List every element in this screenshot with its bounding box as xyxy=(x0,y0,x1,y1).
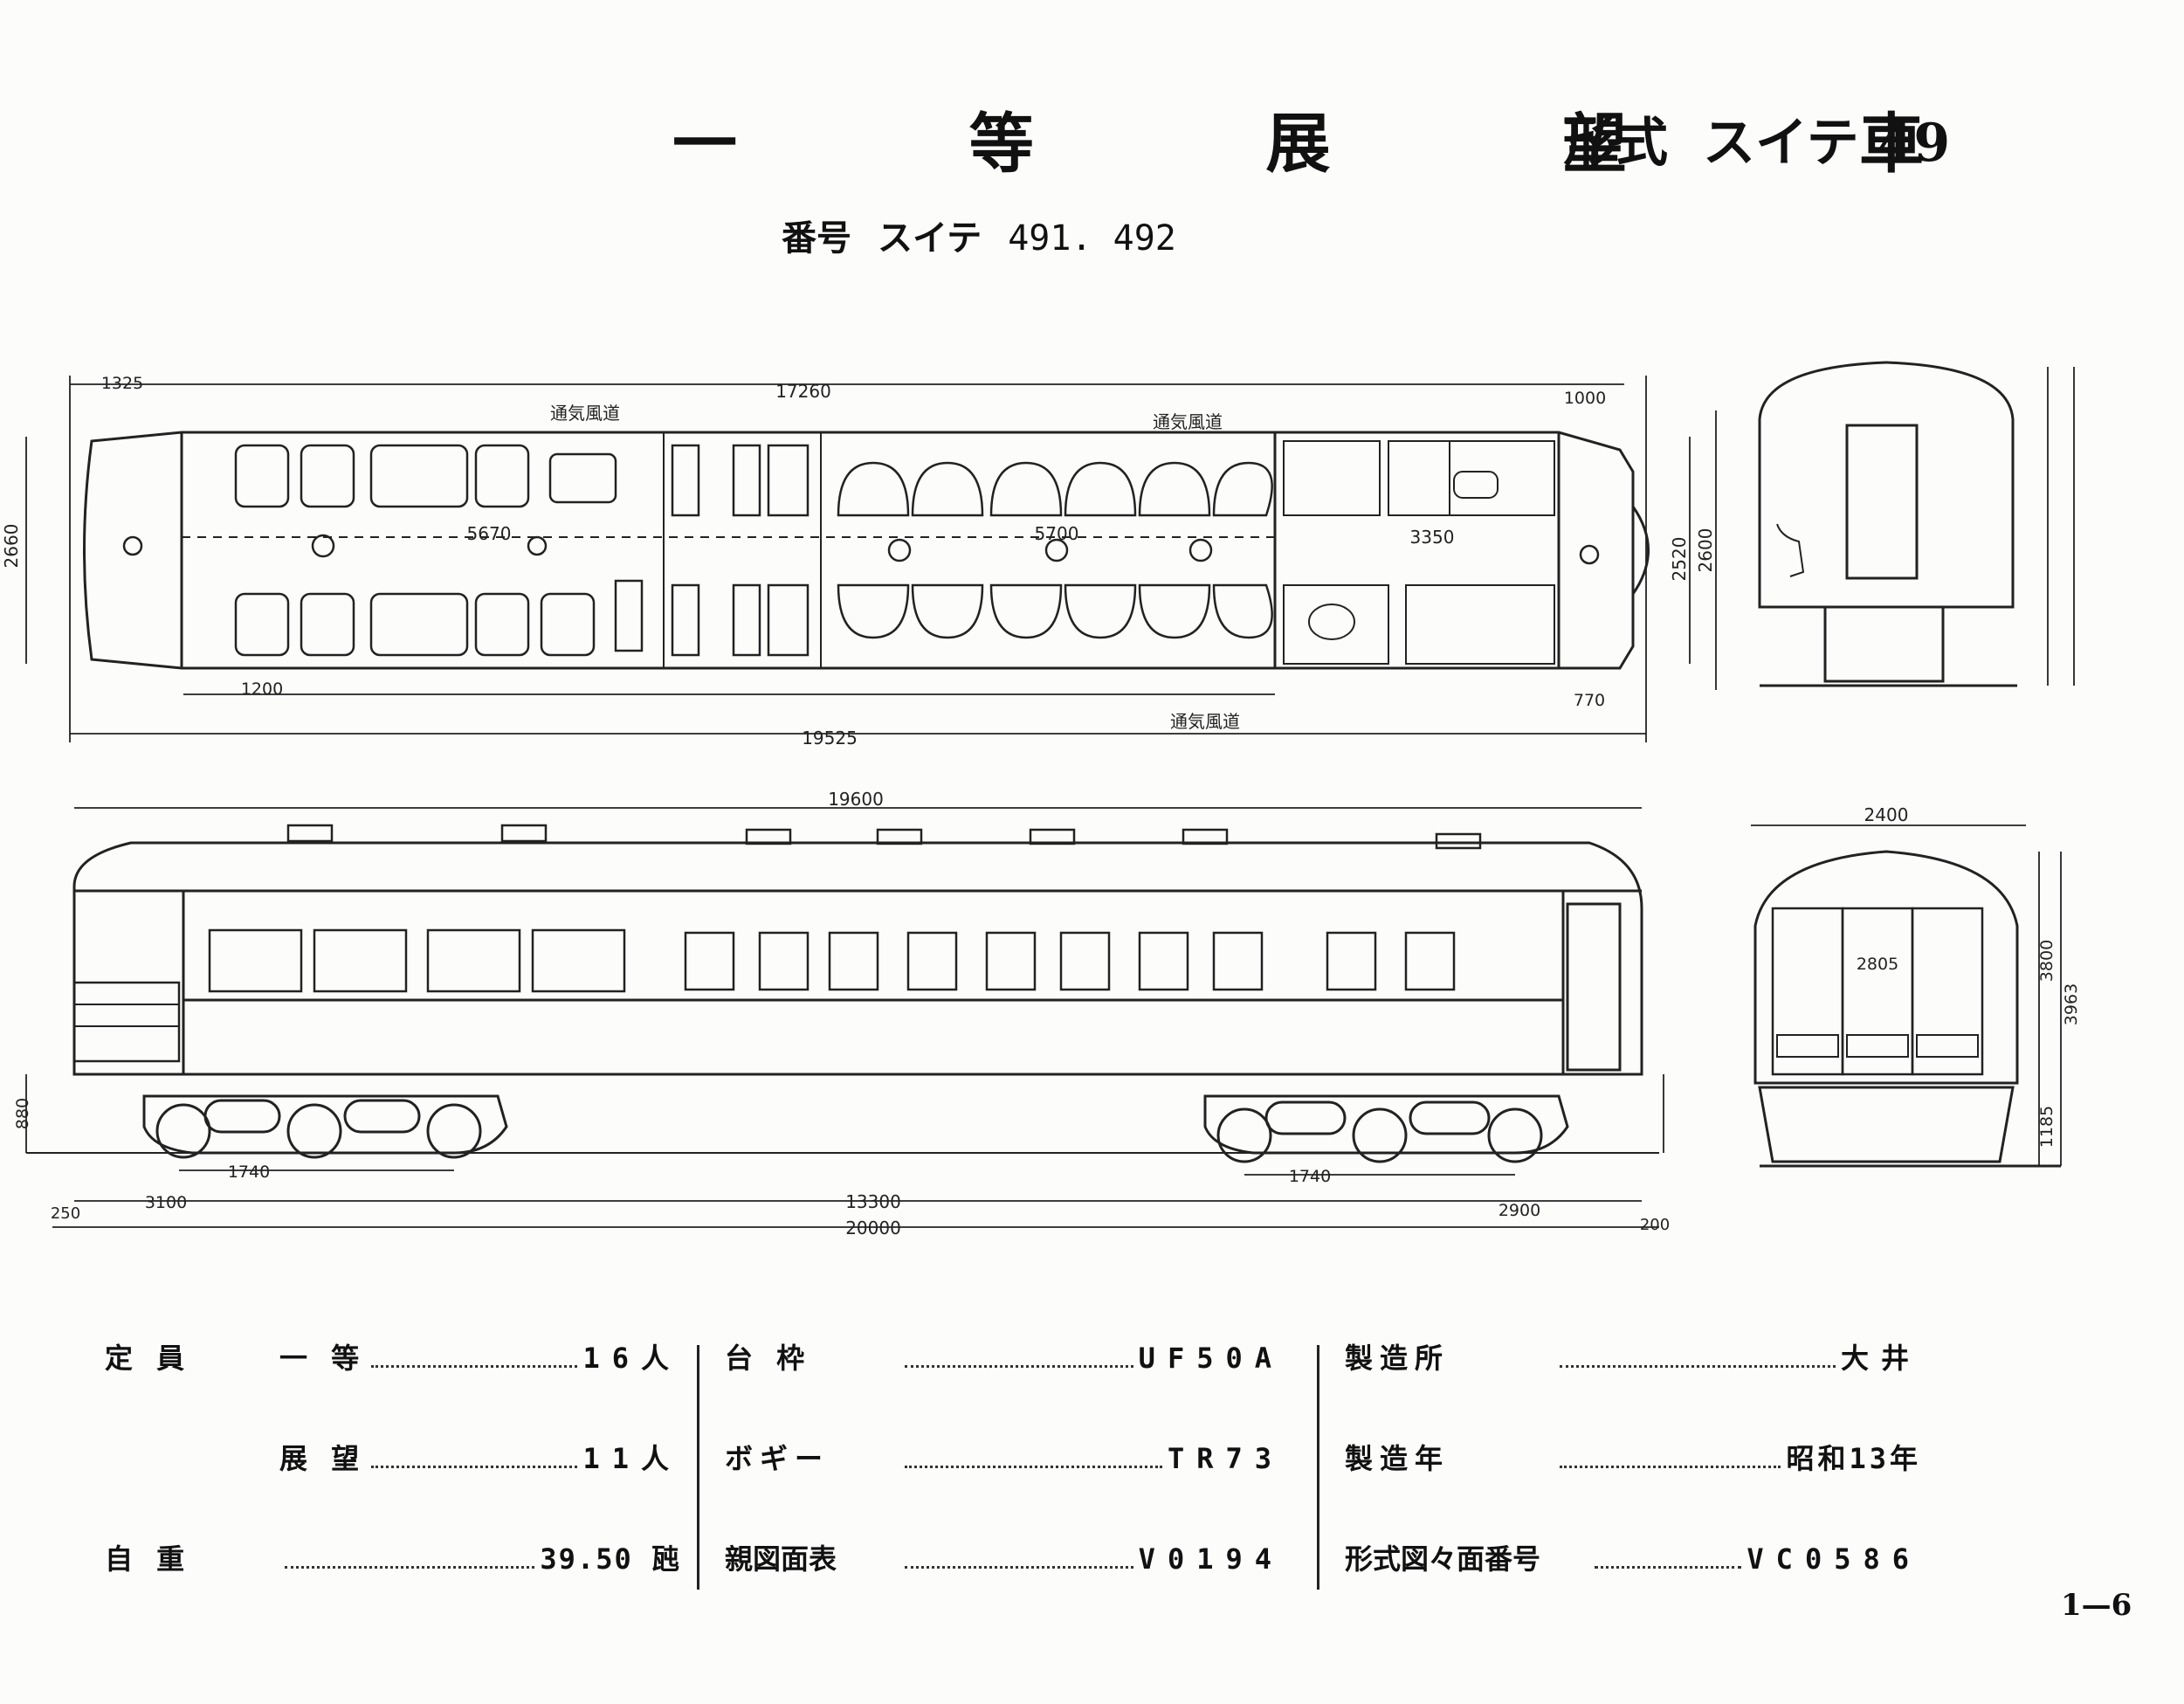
spec-row-frame: 台 枠 UF50A xyxy=(725,1336,1284,1380)
side-left-overhang: 3100 xyxy=(145,1193,187,1212)
drawing-table-value: V0194 xyxy=(1138,1542,1284,1576)
corridor-label-1: 通気風道 xyxy=(550,403,620,424)
model-label: 形式 xyxy=(1563,113,1668,174)
plan-right-seg: 770 xyxy=(1574,691,1605,710)
corridor-label-3: 通気風道 xyxy=(1170,711,1240,732)
first-class-label: 一 等 xyxy=(279,1342,367,1375)
end-height-a: 3800 xyxy=(2037,940,2057,982)
form-drawing-label: 形式図々面番号 xyxy=(1345,1542,1541,1576)
end-elevation-view xyxy=(1751,824,2062,1168)
frame-label: 台 枠 xyxy=(725,1342,812,1375)
spec-column-1: 定 員 一 等 16人 展 望 11人 自 重 39.50 瓲 xyxy=(105,1336,681,1616)
spec-column-2: 台 枠 UF50A ボギー TR73 親図面表 V0194 xyxy=(725,1336,1388,1616)
armchairs xyxy=(837,461,1273,639)
side-overall: 20000 xyxy=(845,1218,901,1238)
plan-seat-pitch: 1200 xyxy=(241,680,283,699)
maker-value: 大井 xyxy=(1840,1342,1921,1375)
plan-room-b: 5700 xyxy=(1035,523,1079,544)
side-end-gap: 200 xyxy=(1640,1216,1670,1234)
spec-row-weight: 自 重 39.50 瓲 xyxy=(105,1537,681,1581)
end-bottom-a: 1185 xyxy=(2037,1106,2057,1148)
plan-room-a: 5670 xyxy=(467,523,512,544)
year-value: 昭和13年 xyxy=(1786,1442,1921,1475)
spec-row-first-class: 定 員 一 等 16人 xyxy=(105,1336,681,1380)
page-title: 一 等 展 望 車 xyxy=(672,107,2029,182)
frame-value: UF50A xyxy=(1138,1342,1284,1375)
spec-column-3: 製造所 大井 製造年 昭和13年 形式図々面番号 VC0586 xyxy=(1345,1336,2008,1616)
plan-total-length: 19525 xyxy=(802,728,858,749)
side-bogie-wb-left: 1740 xyxy=(228,1162,270,1182)
plan-width-right2: 2600 xyxy=(1695,528,1716,573)
side-car-length: 19600 xyxy=(828,789,884,810)
side-elevation xyxy=(26,824,1659,1163)
plan-width-right: 2520 xyxy=(1669,537,1690,582)
plan-right-end: 1000 xyxy=(1564,389,1606,408)
plan-left-end: 1325 xyxy=(101,374,143,393)
drawing-table-label: 親図面表 xyxy=(725,1542,837,1576)
maker-label: 製造所 xyxy=(1345,1342,1450,1375)
page-number: 1—6 xyxy=(2061,1588,2132,1623)
side-right-overhang: 2900 xyxy=(1498,1201,1540,1220)
weight-label: 自 重 xyxy=(105,1542,192,1576)
end-section-view xyxy=(1758,361,2075,687)
end-width-top: 2400 xyxy=(1864,804,1909,825)
capacity-label: 定 員 xyxy=(105,1342,192,1375)
side-coupler: 250 xyxy=(51,1204,80,1223)
spec-row-form-drawing: 形式図々面番号 VC0586 xyxy=(1345,1537,1921,1581)
spec-row-observation: 展 望 11人 xyxy=(279,1437,681,1480)
side-bogie-wb-right: 1740 xyxy=(1289,1167,1331,1186)
spec-row-maker: 製造所 大井 xyxy=(1345,1336,1921,1380)
weight-value: 39.50 瓲 xyxy=(540,1542,681,1576)
plan-lav-dim: 3350 xyxy=(1410,527,1455,548)
number-value: 491. 492 xyxy=(1008,218,1176,259)
car-number-heading: 番号スイテ 491. 492 xyxy=(782,210,1202,260)
bogie-value: TR73 xyxy=(1167,1442,1284,1475)
side-bogie-spacing: 13300 xyxy=(845,1191,901,1212)
spec-table: 定 員 一 等 16人 展 望 11人 自 重 39.50 瓲 台 枠 UF50… xyxy=(105,1336,1956,1616)
first-class-value: 16人 xyxy=(582,1342,681,1375)
sofa-seats xyxy=(234,444,810,657)
observation-value: 11人 xyxy=(582,1442,681,1475)
plan-width-left: 2660 xyxy=(1,524,22,569)
model-value: スイテ 49 xyxy=(1703,113,1951,174)
spec-row-year: 製造年 昭和13年 xyxy=(1345,1437,1921,1480)
number-prefix: スイテ xyxy=(878,217,982,259)
plan-length: 17260 xyxy=(775,381,831,402)
year-label: 製造年 xyxy=(1345,1442,1450,1475)
observation-label: 展 望 xyxy=(279,1442,367,1475)
side-rail-height: 880 xyxy=(13,1098,32,1129)
corridor-label-2: 通気風道 xyxy=(1153,411,1223,432)
spec-row-bogie: ボギー TR73 xyxy=(725,1437,1284,1480)
model-heading: 形式スイテ 49 xyxy=(1563,100,1985,176)
spec-row-drawing-table: 親図面表 V0194 xyxy=(725,1537,1284,1581)
number-label: 番号 xyxy=(782,217,851,259)
plan-view xyxy=(83,431,1650,670)
end-inner-width: 2805 xyxy=(1857,955,1898,974)
end-height-b: 3963 xyxy=(2062,983,2081,1025)
bogie-label: ボギー xyxy=(725,1442,830,1475)
form-drawing-value: VC0586 xyxy=(1747,1542,1921,1576)
